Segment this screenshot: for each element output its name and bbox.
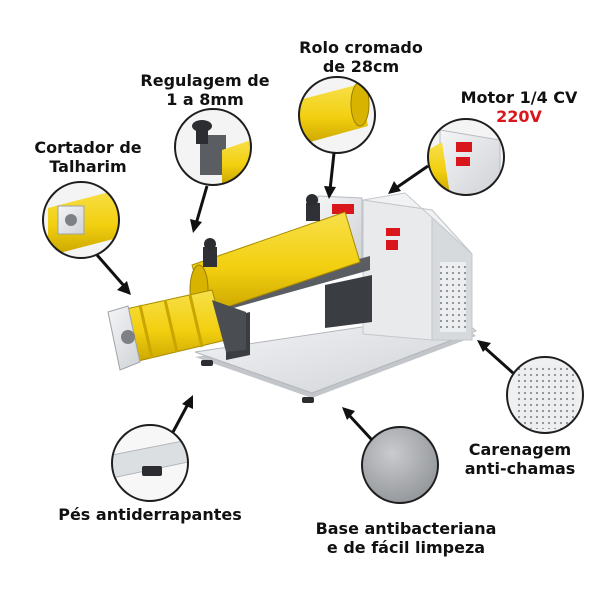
label-carenagem-line1: Carenagem <box>468 440 572 459</box>
label-motor: Motor 1/4 CV 220V <box>446 88 592 126</box>
label-rolo: Rolo cromado de 28cm <box>276 38 446 76</box>
zoom-circle-carenagem <box>506 356 584 434</box>
label-pes-line1: Pés antiderrapantes <box>58 505 242 524</box>
label-regulagem-line1: Regulagem de <box>140 71 270 90</box>
zoom-circle-base <box>361 426 439 504</box>
label-base-line2: e de fácil limpeza <box>326 538 486 557</box>
label-motor-line1: Motor 1/4 CV <box>460 88 578 107</box>
label-cortador-line2: Talharim <box>49 157 127 176</box>
label-motor-line2: 220V <box>496 107 542 126</box>
cutter-roller <box>107 289 246 371</box>
zoom-circle-rolo <box>298 76 376 154</box>
label-rolo-line1: Rolo cromado <box>299 38 423 57</box>
zoom-circle-motor <box>427 118 505 196</box>
motor-housing <box>362 192 473 341</box>
label-base: Base antibacteriana e de fácil limpeza <box>296 519 516 557</box>
label-carenagem-line2: anti-chamas <box>464 459 576 478</box>
arrow-icon <box>95 152 515 442</box>
label-carenagem: Carenagem anti-chamas <box>452 440 588 478</box>
label-regulagem: Regulagem de 1 a 8mm <box>130 71 280 109</box>
label-cortador: Cortador de Talharim <box>18 138 158 176</box>
label-regulagem-line2: 1 a 8mm <box>166 90 244 109</box>
label-cortador-line1: Cortador de <box>34 138 142 157</box>
label-pes: Pés antiderrapantes <box>30 505 270 524</box>
label-rolo-line2: de 28cm <box>322 57 400 76</box>
zoom-circle-cortador <box>42 181 120 259</box>
zoom-circle-pes <box>111 424 189 502</box>
zoom-circle-regulagem <box>174 108 252 186</box>
label-base-line1: Base antibacteriana <box>315 519 497 538</box>
